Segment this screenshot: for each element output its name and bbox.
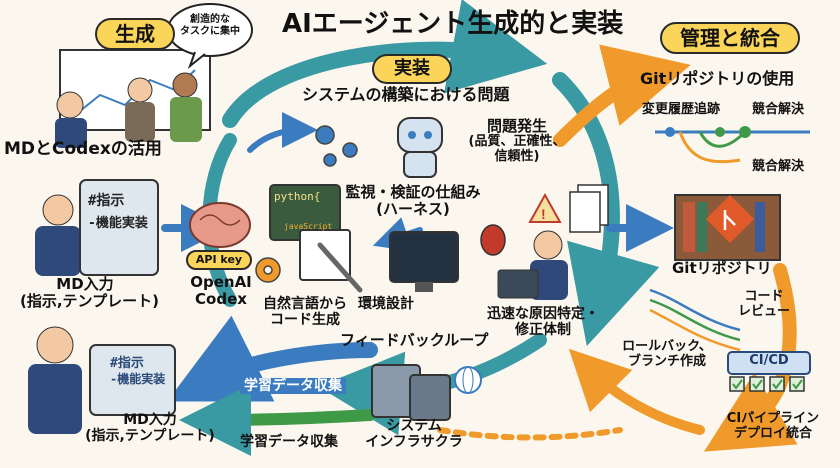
review-lines <box>649 288 741 352</box>
section-management: 管理と統合 <box>660 22 800 54</box>
rapid-fix-label: 迅速な原因特定・ 修正体制 <box>478 306 608 338</box>
md-input-2-title: MD入力 <box>123 412 177 428</box>
env-monitor <box>389 231 459 292</box>
bug-icon <box>480 224 506 256</box>
openai-codex-label: OpenAI Codex <box>185 273 257 309</box>
tablet-line-2: -機能実装 <box>88 216 148 231</box>
team-whiteboard <box>55 49 211 148</box>
document-icon <box>569 184 609 233</box>
rollback-label: ロールバック、 ブランチ作成 <box>612 339 722 370</box>
md-input-2: MD入力 (指示,テンプレート) <box>80 412 220 444</box>
robot-icon <box>397 117 443 178</box>
rapid-fix-line-2: 修正体制 <box>515 322 571 339</box>
learning-data-label-2: 学習データ収集 <box>240 434 338 450</box>
infra-line-2: インフラサクラ <box>365 434 463 451</box>
problem-label: 問題発生 (品質、正確性、 信頼性) <box>462 117 572 165</box>
page-title: AIエージェント生成的と実装 <box>282 9 624 39</box>
git-icon <box>705 194 755 244</box>
code-window <box>269 184 351 281</box>
nl-line-2: コード生成 <box>270 312 340 329</box>
md-input-2-sub: (指示,テンプレート) <box>85 428 215 445</box>
svg-text:!: ! <box>541 206 546 222</box>
gear-icon <box>255 125 358 283</box>
md-input-1-sub: (指示,テンプレート) <box>20 292 159 311</box>
env-design-label: 環境設計 <box>358 296 414 312</box>
rollback-line-1: ロールバック、 <box>622 339 712 354</box>
person-tablet-1 <box>35 179 159 276</box>
speech-bubble-text: 創造的な タスクに集中 <box>172 14 248 37</box>
problem-line-3: 信頼性) <box>494 149 540 165</box>
engineer-laptop <box>497 230 568 300</box>
natural-language-label: 自然言語から コード生成 <box>250 296 360 328</box>
cicd-banner <box>727 351 811 375</box>
problem-line-1: 問題発生 <box>486 117 547 135</box>
cicd-label: CI/CD <box>749 353 789 368</box>
server-icon <box>371 364 451 421</box>
api-key-badge: API key <box>186 250 252 270</box>
pipeline-line-2: デプロイ統合 <box>733 425 812 441</box>
pipeline-label: CIパイプライン デプロイ統合 <box>718 411 828 442</box>
code-line-2: javaScript <box>284 222 333 231</box>
monitoring-label: 監視・検証の仕組み (ハーネス) <box>338 183 488 219</box>
pipeline-line-1: CIパイプライン <box>726 411 820 426</box>
git-usage-label: Gitリポジトリの使用 <box>640 69 795 88</box>
system-problem-label: システムの構築における問題 <box>302 85 510 104</box>
md-input-1: MD入力 (指示,テンプレート) <box>20 275 159 311</box>
person-tablet-2 <box>28 326 176 434</box>
tablet2-line-2: -機能実装 <box>110 372 166 386</box>
speech-bubble <box>167 3 253 69</box>
md-codex-label: MDとCodexの活用 <box>4 139 162 159</box>
codex-label: Codex <box>195 290 247 309</box>
learning-data-label-1: 学習データ収集 <box>240 378 346 395</box>
history-label: 変更履歴追跡 <box>642 102 721 117</box>
openai-label: OpenAI <box>190 273 252 291</box>
code-review-line-1: コード <box>744 289 784 304</box>
conflict-label-2: 競合解決 <box>752 159 805 174</box>
monitoring-line-2: (ハーネス) <box>376 200 450 219</box>
brain-icon <box>189 202 251 248</box>
nl-line-1: 自然言語から <box>263 296 347 312</box>
wrench-icon <box>317 242 363 293</box>
globe-icon <box>454 366 482 394</box>
conflict-label-1: 競合解決 <box>752 102 805 117</box>
code-line-1: python{ <box>274 190 321 203</box>
speech-line-2: タスクに集中 <box>180 25 240 37</box>
infra-line-1: システム <box>386 418 442 434</box>
tablet-line-1: #指示 <box>88 193 125 209</box>
md-input-1-title: MD入力 <box>56 275 114 293</box>
monitoring-line-1: 監視・検証の仕組み <box>345 183 481 201</box>
git-repo-label: Gitリポジトリ <box>672 259 772 277</box>
rollback-line-2: ブランチ作成 <box>627 353 706 369</box>
tablet2-line-1: #指示 <box>110 356 144 371</box>
code-review-line-2: レビュー <box>737 303 790 319</box>
speech-line-1: 創造的な <box>190 14 230 25</box>
problem-line-2: (品質、正確性、 <box>468 134 566 150</box>
rapid-fix-line-1: 迅速な原因特定・ <box>487 306 599 322</box>
code-review-label: コード レビュー <box>724 289 804 320</box>
infra-label: システム インフラサクラ <box>364 418 464 450</box>
section-generation: 生成 <box>95 18 175 50</box>
git-branch-graph <box>655 126 810 164</box>
feedback-loop-label: フィードバックループ <box>340 331 489 349</box>
warning-icon: ! <box>528 192 562 223</box>
section-implementation: 実装 <box>372 54 452 84</box>
checkbox-icon <box>729 376 805 392</box>
